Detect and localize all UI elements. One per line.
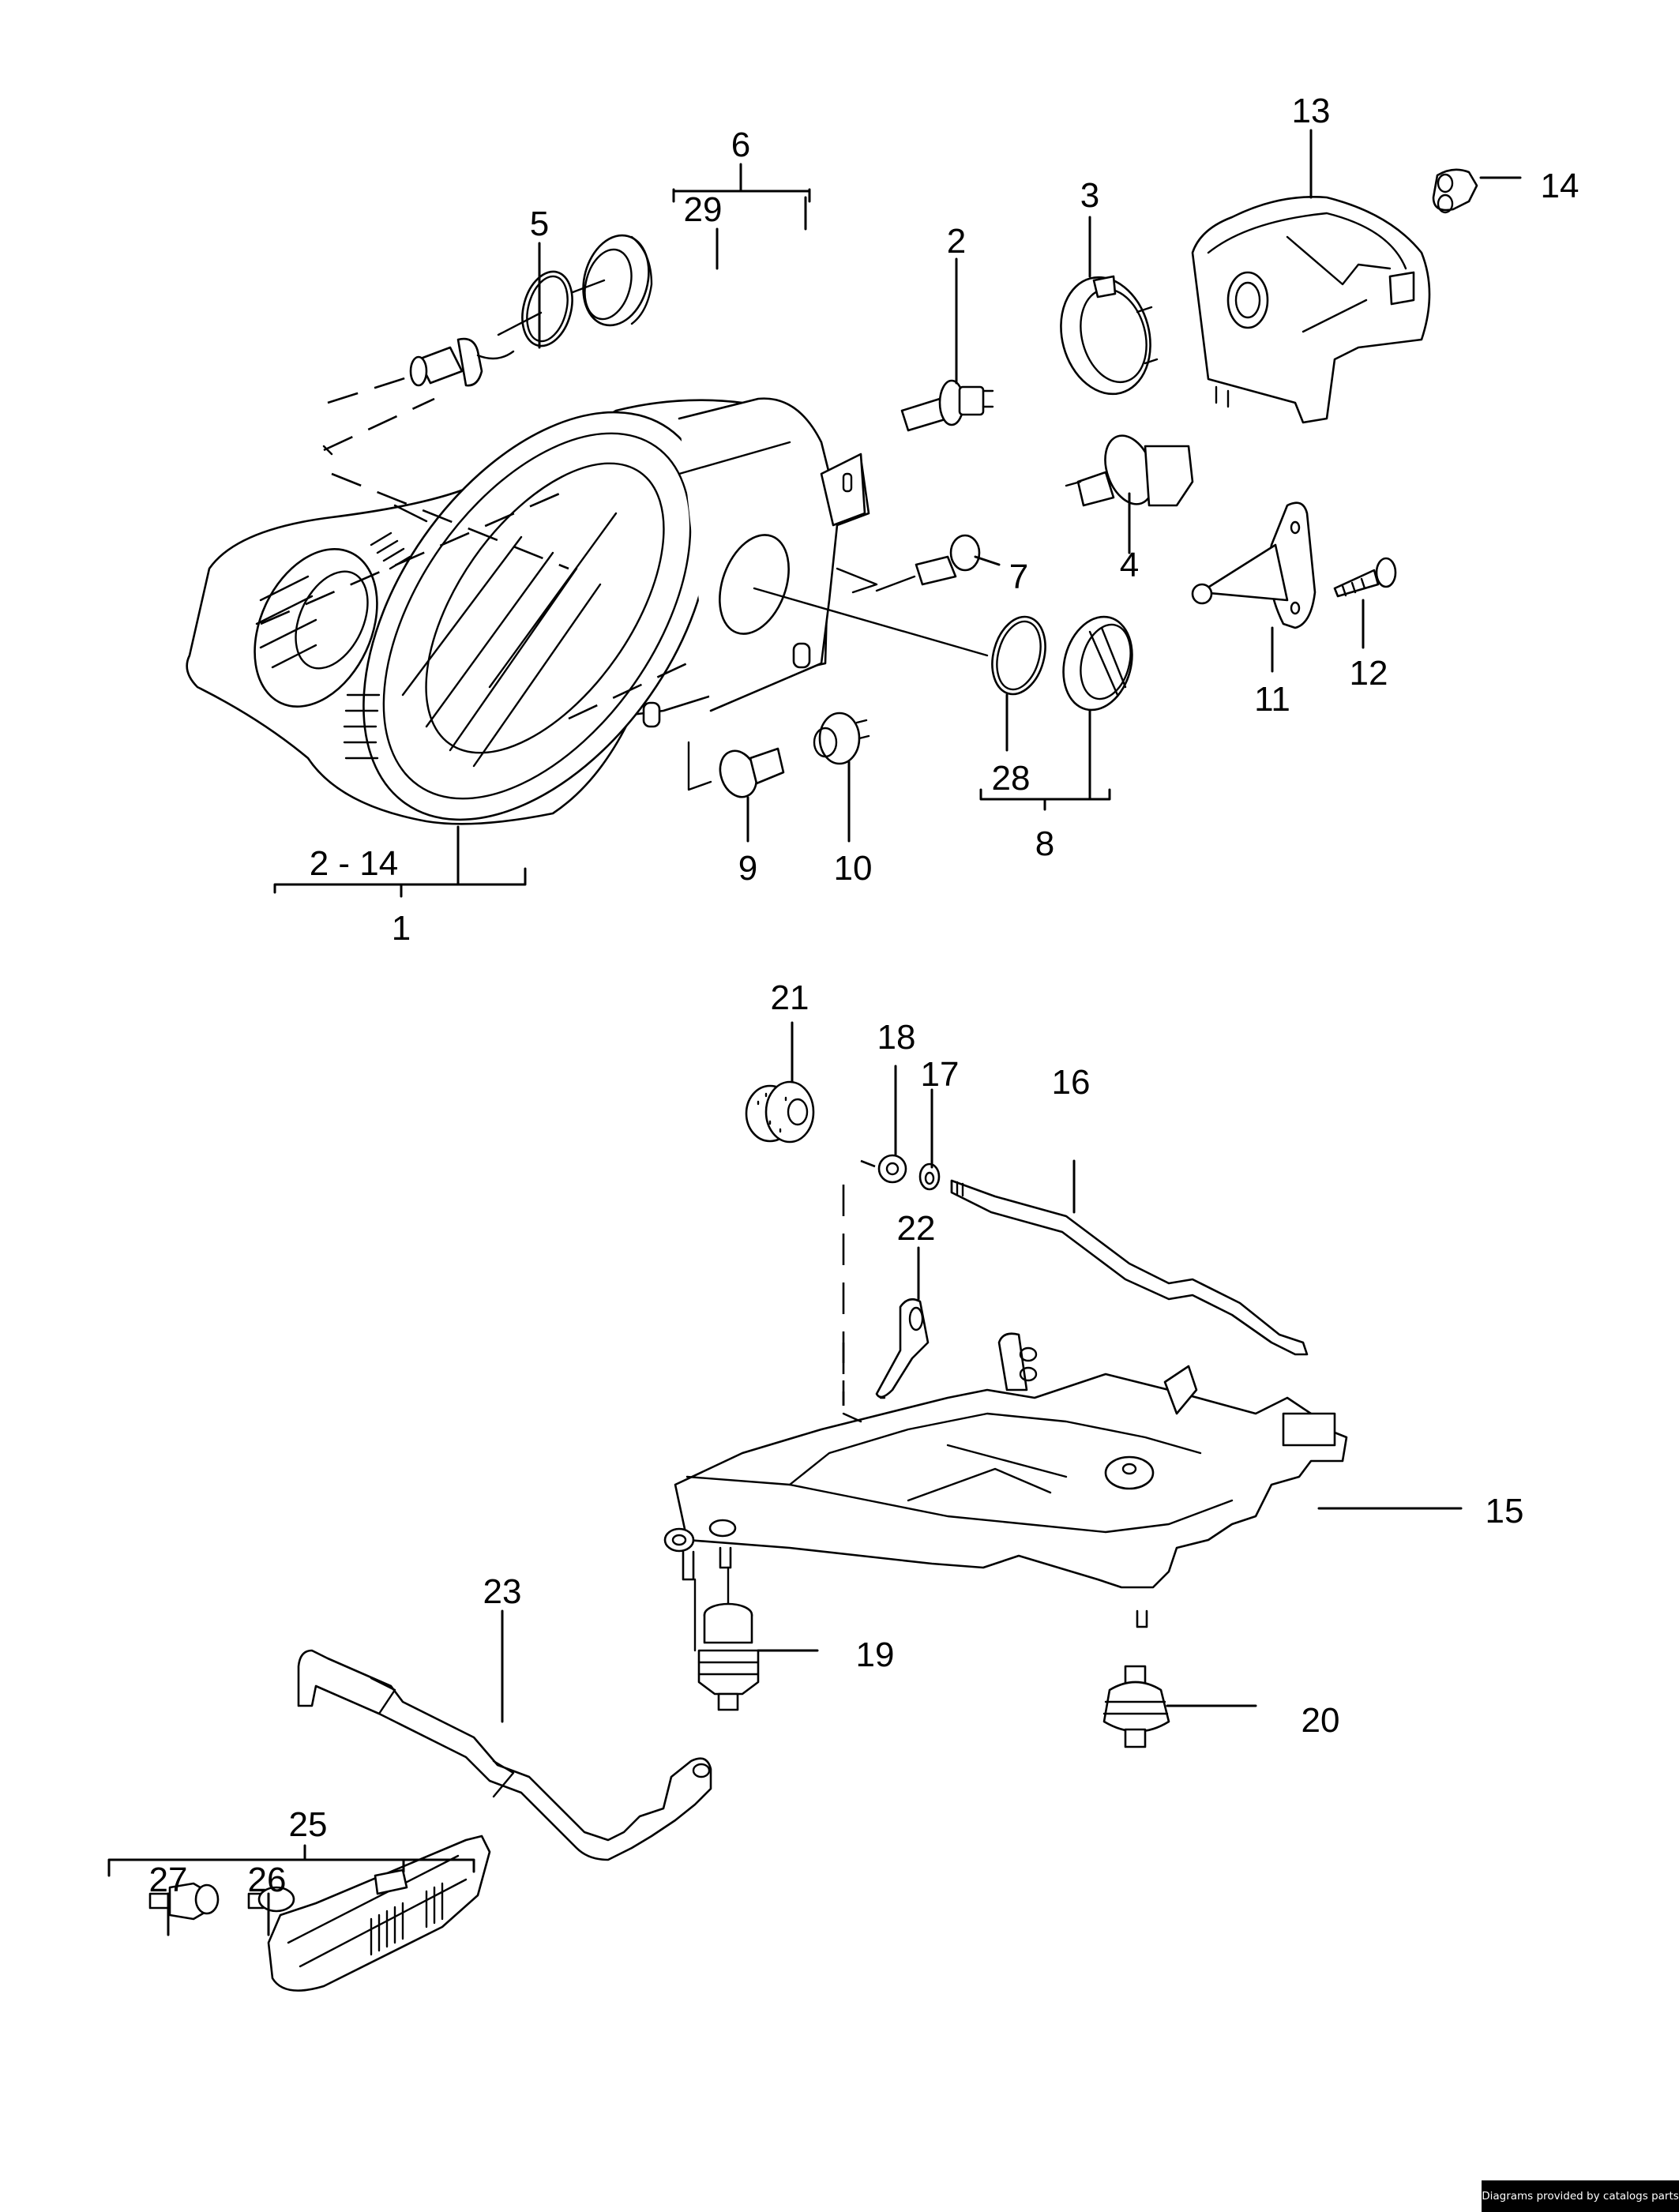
part-5-bulb-with-wire[interactable] — [327, 337, 515, 404]
part-14-clip[interactable] — [1432, 168, 1478, 214]
callout-4: 4 — [1120, 546, 1139, 584]
part-18-bushing[interactable] — [860, 1154, 907, 1184]
bracket-group-8 — [979, 788, 1111, 811]
callout-13: 13 — [1292, 92, 1331, 130]
part-2-bulb[interactable] — [900, 379, 994, 432]
part-15-mounting-frame[interactable] — [663, 1185, 1348, 1628]
part-25-side-marker-lamp[interactable] — [267, 1835, 491, 1992]
part-4-bulb[interactable] — [1065, 429, 1194, 511]
leader-lines — [107, 129, 1522, 1936]
callout-23: 23 — [483, 1572, 522, 1611]
part-23-hose[interactable] — [297, 1649, 712, 1861]
callout-17: 17 — [921, 1055, 960, 1094]
callout-16: 16 — [1052, 1063, 1091, 1102]
part-27-socket[interactable] — [148, 1882, 220, 1921]
callout-7: 7 — [1009, 558, 1028, 596]
part-3-retaining-ring[interactable] — [1048, 267, 1163, 404]
callout-3: 3 — [1080, 176, 1099, 215]
callout-28: 28 — [992, 759, 1031, 798]
callout-5: 5 — [530, 205, 549, 243]
callout-25: 25 — [289, 1805, 328, 1844]
callout-26: 26 — [248, 1861, 287, 1899]
callout-2: 2 — [947, 222, 966, 261]
watermark-badge: Diagrams provided by catalogs parts — [1482, 2180, 1679, 2212]
callout-15: 15 — [1486, 1492, 1524, 1530]
callout-14: 14 — [1541, 167, 1579, 205]
part-12-screw[interactable] — [1333, 557, 1397, 598]
callout-18: 18 — [877, 1018, 916, 1057]
callout-10: 10 — [834, 849, 873, 888]
part-6-cap[interactable] — [561, 228, 659, 333]
callout-20: 20 — [1302, 1701, 1340, 1740]
part-13-rear-cover[interactable] — [1191, 196, 1431, 424]
part-19-rubber-mount[interactable] — [693, 1566, 760, 1711]
part-1-headlight-housing[interactable] — [186, 349, 870, 883]
part-10-socket[interactable] — [813, 712, 870, 765]
bracket-group-6 — [672, 163, 811, 203]
callout-12: 12 — [1350, 654, 1388, 693]
callout-22: 22 — [897, 1209, 936, 1248]
callout-8: 8 — [1035, 824, 1054, 863]
callout-range-2-14: 2 - 14 — [310, 844, 399, 883]
part-28-o-ring[interactable] — [753, 587, 1054, 700]
callout-21: 21 — [771, 978, 809, 1017]
part-11-grommet-plate[interactable] — [1191, 501, 1317, 629]
leader-7 — [974, 555, 1001, 566]
part-16-adjuster-rod[interactable] — [950, 1179, 1309, 1356]
part-9-bulb[interactable] — [687, 741, 785, 802]
callout-29: 29 — [684, 190, 723, 229]
part-8-cap[interactable] — [1054, 609, 1142, 718]
part-21-grommet[interactable] — [745, 1080, 815, 1144]
callout-27: 27 — [149, 1861, 188, 1899]
part-7-bulb[interactable] — [836, 534, 981, 594]
callout-labels: 1 2 - 14 2 3 4 5 6 7 8 9 10 11 12 13 14 … — [149, 92, 1579, 1899]
part-22-lever[interactable] — [842, 1298, 930, 1406]
callout-1: 1 — [392, 909, 411, 948]
callout-9: 9 — [738, 849, 757, 888]
part-20-rubber-mount[interactable] — [1102, 1665, 1170, 1748]
callout-11: 11 — [1254, 680, 1290, 719]
bracket-group-25 — [107, 1844, 475, 1877]
callout-19: 19 — [856, 1636, 895, 1674]
part-29-o-ring[interactable] — [497, 266, 580, 351]
callout-6: 6 — [731, 126, 750, 164]
part-17-clip[interactable] — [918, 1162, 941, 1191]
